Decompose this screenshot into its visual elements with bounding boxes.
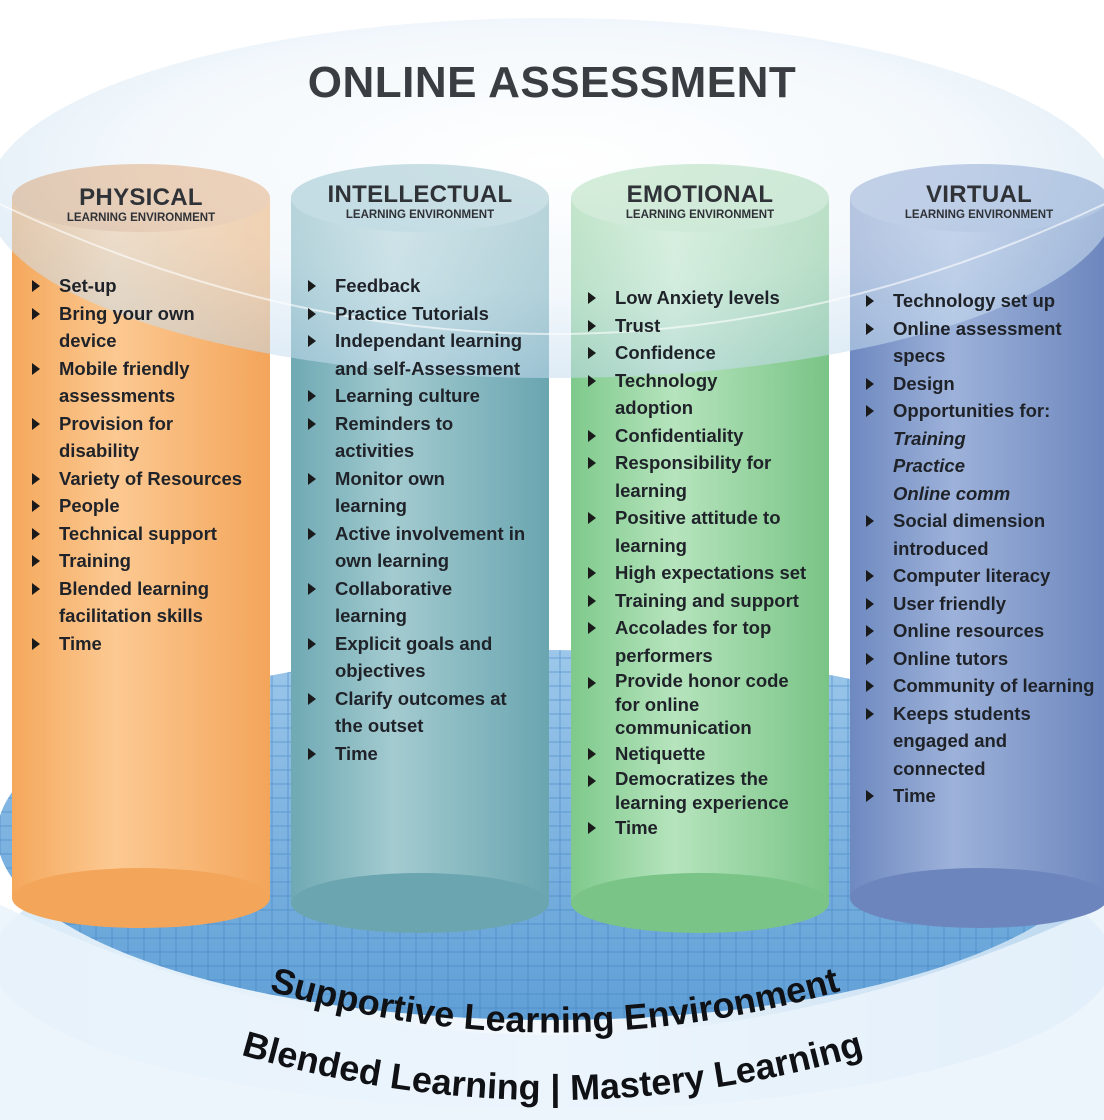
list-item: Confidence: [582, 339, 827, 367]
list-item: learning: [615, 479, 687, 501]
list-item: Explicit goals and: [302, 630, 552, 658]
base-disk-front: [0, 904, 1104, 1120]
list-item: Provision for: [26, 410, 271, 438]
list-item: Active involvement in: [302, 520, 552, 548]
list-item: Time: [26, 630, 271, 658]
base-line-1-path: Supportive Learning Environment: [267, 959, 844, 1041]
list-item: Netiquette: [582, 740, 827, 768]
list-item: the outset: [335, 715, 424, 736]
list-item: Online comm: [893, 482, 1011, 504]
list-item: Accolades for top: [582, 614, 827, 642]
list-item: Democratizes the: [582, 767, 827, 791]
list-item: introduced: [893, 537, 989, 559]
top-disk: [0, 18, 1104, 378]
list-item: Practice: [893, 455, 965, 476]
list-item: objectives: [335, 660, 426, 681]
list-item: User friendly: [860, 590, 1104, 618]
base-line-1: Supportive Learning Environment: [267, 959, 844, 1041]
list-item: Confidentiality: [582, 422, 827, 450]
list-item: People: [26, 492, 271, 520]
page-title: ONLINE ASSESSMENT: [307, 58, 797, 107]
column-header-physical: PHYSICAL LEARNING ENVIRONMENT: [12, 185, 270, 225]
list-item: Feedback: [302, 272, 552, 300]
column-subtitle: LEARNING ENVIRONMENT: [66, 212, 216, 224]
column-header-emotional: EMOTIONAL LEARNING ENVIRONMENT: [571, 182, 829, 222]
list-item: Training: [26, 547, 271, 575]
list-item: Provide honor code: [582, 669, 827, 693]
list-item: Learning culture: [302, 382, 552, 410]
list-item: own learning: [335, 550, 450, 571]
list-item: Variety of Resources: [26, 465, 271, 493]
column-header-virtual: VIRTUAL LEARNING ENVIRONMENT: [850, 182, 1104, 222]
list-item: learning: [615, 534, 687, 556]
list-item: Low Anxiety levels: [582, 284, 827, 312]
list-item: learning: [335, 495, 407, 516]
list-item: High expectations set: [582, 559, 827, 587]
list-item: Independant learning: [302, 327, 552, 355]
list-item: Training: [893, 427, 966, 449]
list-item: Training and support: [582, 587, 827, 615]
list-item: engaged and: [893, 730, 1008, 751]
column-subtitle: LEARNING ENVIRONMENT: [345, 209, 495, 221]
list-item: Community of learning: [860, 672, 1104, 700]
list-item: assessments: [59, 385, 176, 406]
top-disk-edge: [0, 202, 1104, 335]
list-item: activities: [335, 440, 415, 461]
list-item: disability: [59, 440, 140, 461]
list-item: Monitor own: [302, 465, 552, 493]
list-item: Practice Tutorials: [302, 300, 552, 328]
list-item: Technology: [582, 367, 827, 395]
list-item: Trust: [582, 312, 827, 340]
list-item: Online tutors: [860, 645, 1104, 673]
list-item: facilitation skills: [59, 605, 203, 626]
list-item: Collaborative: [302, 575, 552, 603]
list-item: device: [59, 330, 117, 351]
list-item: Blended learning: [26, 575, 271, 603]
list-item: Social dimension: [860, 507, 1104, 535]
column-name: VIRTUAL: [925, 181, 1033, 208]
list-item: Online assessment: [860, 315, 1104, 343]
list-emotional: Low Anxiety levels Trust Confidence Tech…: [582, 284, 827, 842]
column-name: PHYSICAL: [79, 184, 203, 211]
list-item: Keeps students: [860, 700, 1104, 728]
list-item: communication: [615, 717, 752, 738]
list-item: Technology set up: [860, 287, 1104, 315]
list-item: Opportunities for:: [860, 397, 1104, 425]
list-item: Time: [582, 814, 827, 842]
list-item: Technical support: [26, 520, 271, 548]
list-item: Responsibility for: [582, 449, 827, 477]
list-item: Online resources: [860, 617, 1104, 645]
list-item: connected: [893, 757, 986, 779]
list-item: Design: [860, 370, 1104, 398]
list-item: and self-Assessment: [335, 357, 521, 379]
list-item: learning: [335, 605, 407, 626]
list-intellectual: Feedback Practice Tutorials Independant …: [302, 272, 552, 767]
list-item: specs: [893, 345, 946, 366]
list-item: learning experience: [615, 791, 789, 813]
list-item: Clarify outcomes at: [302, 685, 552, 713]
list-item: Time: [860, 782, 1104, 810]
list-item: for online: [615, 693, 700, 715]
column-subtitle: LEARNING ENVIRONMENT: [904, 209, 1054, 221]
column-name: EMOTIONAL: [626, 181, 774, 208]
list-item: Bring your own: [26, 300, 271, 328]
list-item: Mobile friendly: [26, 355, 271, 383]
list-item: Positive attitude to: [582, 504, 827, 532]
list-virtual: Technology set up Online assessment spec…: [860, 287, 1104, 810]
list-item: adoption: [615, 397, 694, 418]
column-subtitle: LEARNING ENVIRONMENT: [625, 209, 775, 221]
column-header-intellectual: INTELLECTUAL LEARNING ENVIRONMENT: [291, 182, 549, 222]
list-physical: Set-up Bring your own device Mobile frie…: [26, 272, 271, 657]
list-item: Reminders to: [302, 410, 552, 438]
list-item: Time: [302, 740, 552, 768]
list-item: performers: [615, 644, 713, 666]
list-item: Computer literacy: [860, 562, 1104, 590]
column-name: INTELLECTUAL: [327, 181, 513, 208]
list-item: Set-up: [26, 272, 271, 300]
